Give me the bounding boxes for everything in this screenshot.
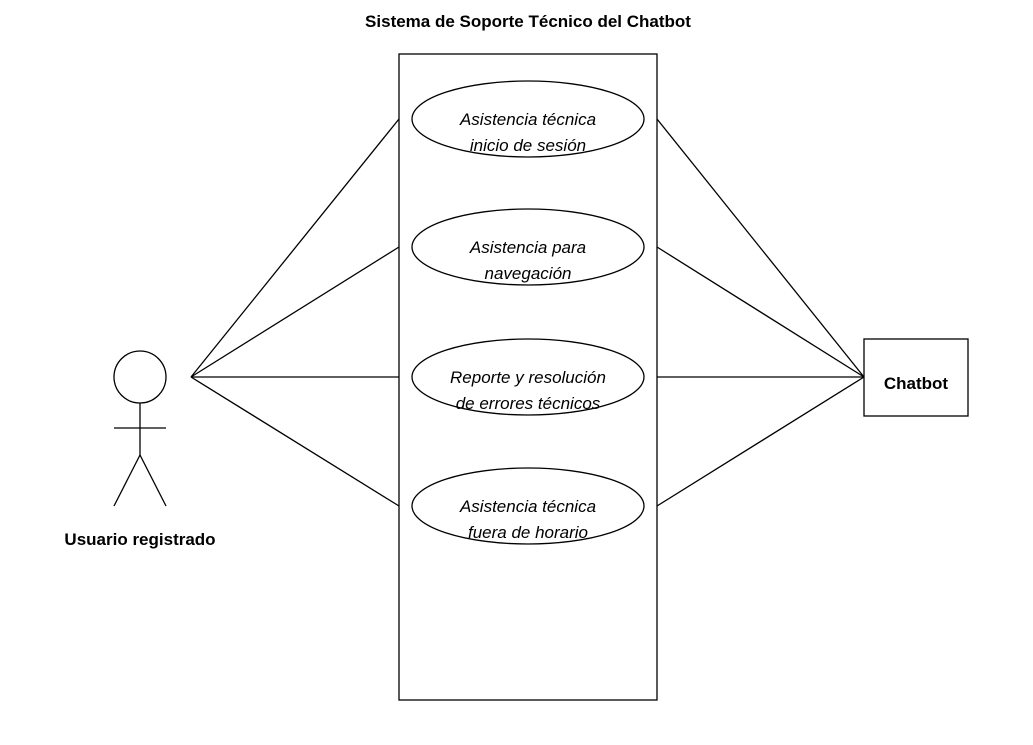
diagram-title: Sistema de Soporte Técnico del Chatbot [365, 12, 691, 31]
use-case-label-line1: Reporte y resolución [450, 368, 606, 387]
association-chatbot-uc1 [656, 118, 865, 378]
use-case-label-line1: Asistencia para [469, 238, 586, 257]
user-actor: Usuario registrado [64, 350, 216, 549]
association-user-uc1 [190, 118, 400, 378]
chatbot-actor: Chatbot [863, 338, 969, 417]
chatbot-actor-box [863, 338, 969, 417]
use-case-ellipse [411, 208, 645, 286]
use-case-label-line2: inicio de sesión [470, 136, 586, 155]
chatbot-associations [656, 118, 865, 507]
chatbot-actor-label: Chatbot [884, 374, 949, 393]
use-case-label-line1: Asistencia técnica [459, 110, 596, 129]
use-case-label-line1: Asistencia técnica [459, 497, 596, 516]
use-case-ellipse [411, 80, 645, 158]
use-case-ellipse [411, 467, 645, 545]
use-case-asistencia-fuera-horario: Asistencia técnica fuera de horario [411, 467, 645, 545]
use-case-reporte-errores: Reporte y resolución de errores técnicos [411, 338, 645, 416]
use-case-label-line2: navegación [485, 264, 572, 283]
use-case-label-line2: de errores técnicos [456, 394, 601, 413]
use-case-ellipse [411, 338, 645, 416]
use-case-asistencia-inicio-sesion: Asistencia técnica inicio de sesión [411, 80, 645, 158]
use-case-asistencia-navegacion: Asistencia para navegación [411, 208, 645, 286]
stick-figure-icon [113, 350, 167, 507]
user-actor-label: Usuario registrado [64, 530, 215, 549]
association-user-uc2 [190, 246, 400, 378]
association-user-uc4 [190, 376, 400, 507]
association-chatbot-uc2 [656, 246, 865, 378]
user-associations [190, 118, 400, 507]
use-case-label-line2: fuera de horario [468, 523, 588, 542]
association-chatbot-uc4 [656, 376, 865, 507]
